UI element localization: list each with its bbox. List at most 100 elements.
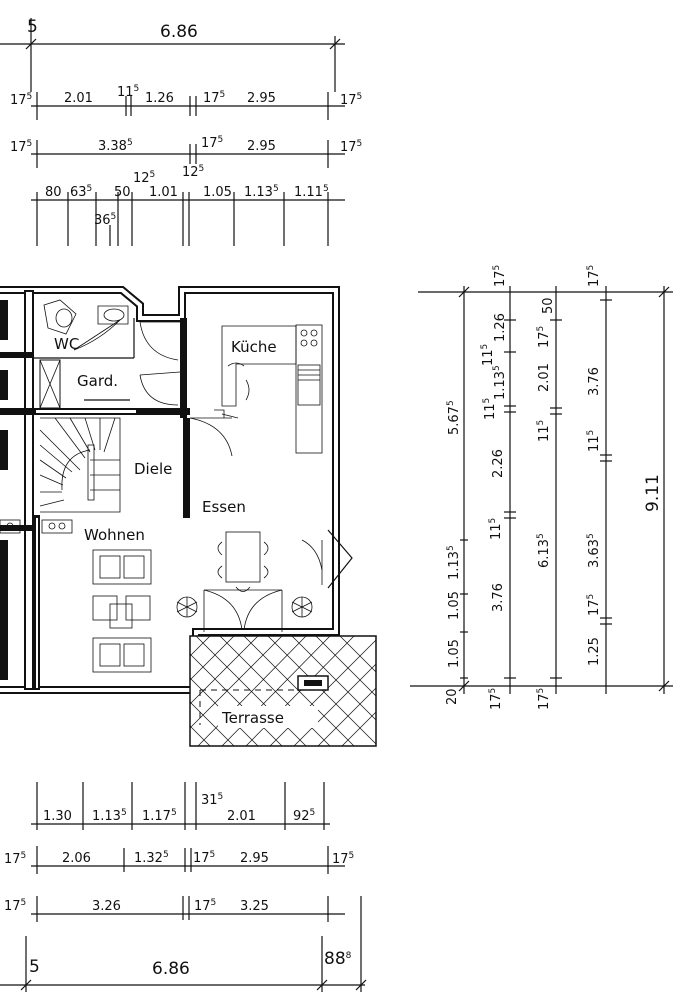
room-label-kueche: Küche — [231, 338, 277, 356]
svg-text:115: 115 — [480, 344, 496, 366]
dim-bottom-total: 6.86 — [152, 959, 190, 979]
svg-text:1.05: 1.05 — [447, 591, 462, 620]
svg-text:1.30: 1.30 — [43, 809, 72, 824]
svg-text:175: 175 — [4, 851, 26, 867]
svg-text:125: 125 — [133, 170, 155, 186]
dim-bottom-left-5: 5 — [29, 957, 40, 977]
kitchen-fixtures — [214, 324, 323, 454]
svg-text:115: 115 — [117, 84, 139, 100]
svg-text:1.135: 1.135 — [492, 365, 508, 400]
svg-text:80: 80 — [45, 185, 62, 200]
room-label-wc: WC — [54, 335, 79, 353]
diele-door — [189, 417, 233, 457]
room-label-essen: Essen — [202, 498, 246, 516]
svg-text:3.76: 3.76 — [587, 367, 602, 396]
svg-text:1.175: 1.175 — [142, 808, 177, 824]
dim-right-col1: 20 1.05 1.05 1.135 5.675 — [445, 400, 462, 705]
svg-text:1.325: 1.325 — [134, 850, 169, 866]
svg-text:20: 20 — [445, 688, 460, 705]
svg-text:115: 115 — [586, 430, 602, 452]
dim-top-row4: 80 635 50 125 1.01 125 1.05 1.135 1.115 … — [45, 164, 329, 228]
room-label-terrasse: Terrasse — [221, 709, 284, 727]
svg-text:1.135: 1.135 — [244, 184, 279, 200]
svg-text:2.01: 2.01 — [64, 91, 93, 106]
svg-text:2.06: 2.06 — [62, 851, 91, 866]
garderobe-fixtures — [39, 321, 181, 409]
svg-text:3.25: 3.25 — [240, 899, 269, 914]
svg-text:2.01: 2.01 — [227, 809, 256, 824]
dim-top-row3: 175 3.385 175 2.95 175 — [10, 135, 362, 155]
plant-icon-right — [291, 596, 313, 618]
svg-text:925: 925 — [293, 808, 315, 824]
right-dimension-chains — [410, 286, 673, 694]
svg-text:175: 175 — [536, 688, 552, 710]
svg-text:3.76: 3.76 — [491, 583, 506, 612]
bottom-dimension-chains: 1.30 1.135 1.175 315 2.01 925 175 2.06 1… — [0, 782, 367, 992]
svg-text:2.01: 2.01 — [537, 363, 552, 392]
svg-text:1.25: 1.25 — [587, 637, 602, 666]
svg-text:2.26: 2.26 — [491, 449, 506, 478]
terrace-doors — [203, 589, 283, 632]
svg-text:1.135: 1.135 — [92, 808, 127, 824]
dim-right-col4: 1.25 175 3.635 115 3.76 175 — [586, 265, 602, 666]
bay-window — [301, 529, 353, 589]
svg-text:175: 175 — [4, 898, 26, 914]
svg-text:115: 115 — [488, 518, 504, 540]
svg-text:3.385: 3.385 — [98, 138, 133, 154]
room-label-diele: Diele — [134, 460, 172, 478]
svg-text:1.26: 1.26 — [145, 91, 174, 106]
svg-text:1.01: 1.01 — [149, 185, 178, 200]
staircase — [39, 417, 121, 513]
living-furniture — [0, 519, 152, 673]
dim-right-col3: 175 6.135 115 2.01 175 50 — [536, 297, 556, 710]
svg-text:175: 175 — [488, 688, 504, 710]
svg-text:175: 175 — [10, 139, 32, 155]
svg-text:2.95: 2.95 — [240, 851, 269, 866]
dim-top-total: 6.86 — [160, 22, 198, 42]
svg-text:175: 175 — [586, 265, 602, 287]
svg-text:175: 175 — [340, 92, 362, 108]
svg-text:175: 175 — [332, 851, 354, 867]
wc-fixtures — [43, 299, 129, 351]
dim-right-col2: 175 3.76 115 2.26 115 1.135 115 1.26 175 — [480, 265, 508, 710]
svg-text:115: 115 — [482, 398, 498, 420]
dim-top-row2: 175 2.01 115 1.26 175 2.95 175 — [10, 84, 362, 108]
svg-text:175: 175 — [201, 135, 223, 151]
svg-text:1.26: 1.26 — [493, 313, 508, 342]
svg-text:175: 175 — [203, 90, 225, 106]
svg-text:2.95: 2.95 — [247, 139, 276, 154]
svg-text:175: 175 — [10, 92, 32, 108]
svg-text:175: 175 — [586, 594, 602, 616]
svg-text:2.95: 2.95 — [247, 91, 276, 106]
terrace — [189, 635, 377, 747]
svg-text:50: 50 — [541, 297, 556, 314]
top-dimension-chains: 5 6.86 175 2.01 115 1.26 175 2.95 175 17… — [0, 17, 362, 246]
dim-top-left-5: 5 — [27, 17, 38, 37]
svg-text:365: 365 — [94, 212, 116, 228]
dim-bottom-row2: 175 2.06 1.325 175 2.95 175 — [4, 850, 354, 867]
dim-bottom-right: 888 — [324, 949, 352, 969]
building-walls — [0, 286, 340, 694]
svg-text:1.135: 1.135 — [446, 545, 462, 580]
svg-text:115: 115 — [536, 420, 552, 442]
dim-bottom-row1: 1.30 1.135 1.175 315 2.01 925 — [43, 792, 315, 824]
svg-text:1.05: 1.05 — [203, 185, 232, 200]
svg-text:175: 175 — [193, 850, 215, 866]
svg-text:175: 175 — [340, 139, 362, 155]
dim-bottom-row3: 175 3.26 175 3.25 — [4, 898, 269, 914]
svg-text:5.675: 5.675 — [446, 400, 462, 435]
svg-text:1.115: 1.115 — [294, 184, 329, 200]
dining-table — [217, 531, 269, 592]
svg-text:50: 50 — [114, 185, 131, 200]
plant-icon-left — [176, 596, 198, 618]
svg-text:3.635: 3.635 — [586, 533, 602, 568]
svg-text:125: 125 — [182, 164, 204, 180]
svg-text:6.135: 6.135 — [536, 533, 552, 568]
svg-text:175: 175 — [194, 898, 216, 914]
room-label-gard: Gard. — [77, 372, 118, 390]
svg-text:1.05: 1.05 — [447, 639, 462, 668]
svg-text:635: 635 — [70, 184, 92, 200]
svg-text:3.26: 3.26 — [92, 899, 121, 914]
svg-text:175: 175 — [536, 326, 552, 348]
